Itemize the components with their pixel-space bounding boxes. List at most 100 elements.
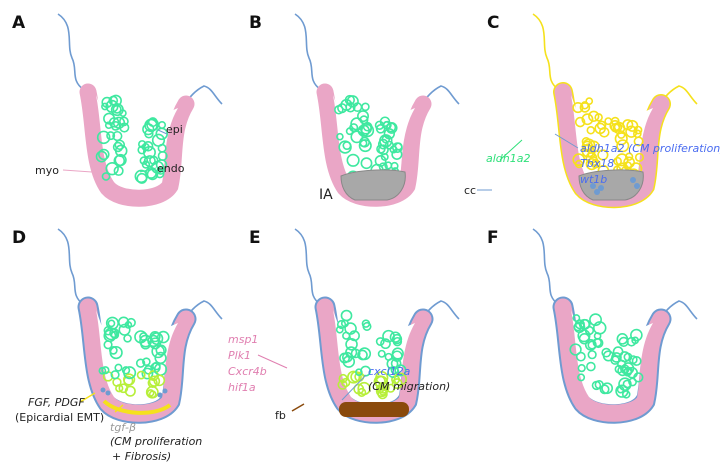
cxcl12a-pointer xyxy=(341,374,367,401)
tgf-layer xyxy=(102,399,172,415)
cardiomyocyte-coil xyxy=(631,355,642,366)
cardiomyocyte-coil xyxy=(151,133,166,147)
cardiomyocyte-coil xyxy=(569,343,582,356)
cardiomyocyte-coil xyxy=(344,94,355,106)
heart-panel-b xyxy=(294,13,460,207)
cardiac-cell-dot xyxy=(598,185,604,191)
cardiomyocyte-coil xyxy=(378,144,389,156)
cardiomyocyte-coil xyxy=(617,359,627,369)
cardiomyocyte-coil xyxy=(346,153,360,167)
cardiomyocyte-coil xyxy=(155,344,167,356)
cardiomyocyte-coil xyxy=(123,366,137,380)
cardiomyocyte-coil xyxy=(112,141,124,153)
cardiomyocyte-coil xyxy=(575,351,586,362)
cardiomyocyte-coil xyxy=(109,94,122,107)
cardiomyocyte-coil xyxy=(611,352,622,363)
cardiomyocyte-coil xyxy=(613,122,623,132)
fb-pointer xyxy=(291,403,305,412)
label-epicardial-emt: (Epicardial EMT) xyxy=(15,411,104,424)
cardiomyocyte-coil xyxy=(587,340,597,350)
cardiomyocyte-coil xyxy=(157,150,168,161)
cardiomyocyte-coil xyxy=(357,124,370,137)
cardiomyocyte-coil xyxy=(126,317,136,328)
cardiomyocyte-coil xyxy=(374,375,389,389)
cardiomyocyte-coil xyxy=(340,309,353,322)
cardiomyocyte-coil xyxy=(623,156,635,169)
cardiomyocyte-coil xyxy=(103,112,116,125)
cardiomyocyte-coil xyxy=(345,102,356,113)
cardiomyocyte-coil xyxy=(354,371,365,382)
cardiomyocyte-coil xyxy=(586,126,596,135)
cardiomyocyte-coil xyxy=(384,140,394,150)
cardiomyocyte-coil xyxy=(588,156,599,166)
cardiomyocyte-coil xyxy=(112,130,123,142)
cardiomyocyte-coil xyxy=(391,378,403,390)
aldh1a2-pointer xyxy=(499,139,523,161)
cardiac-cell-dot xyxy=(590,183,596,189)
cardiomyocyte-coil xyxy=(391,148,403,160)
cardiomyocyte-coil xyxy=(599,384,610,395)
cardiomyocyte-coil xyxy=(345,346,358,359)
cardiomyocyte-coil xyxy=(142,357,151,367)
label-ia: IA xyxy=(319,187,333,203)
cardiomyocyte-coil xyxy=(134,330,148,344)
cardiomyocyte-coil xyxy=(602,350,614,362)
cardiomyocyte-coil xyxy=(113,165,124,176)
cardiomyocyte-coil xyxy=(153,374,166,387)
cardiomyocyte-coil xyxy=(118,323,131,336)
cardiomyocyte-coil xyxy=(336,319,347,330)
label-tgf-beta: tgf-β xyxy=(110,421,136,434)
cardiomyocyte-coil xyxy=(101,96,113,108)
label-cxcl12a: cxcl12a xyxy=(368,365,411,378)
cardiomyocyte-coil xyxy=(148,375,161,387)
cardiomyocyte-coil xyxy=(123,334,132,343)
cardiomyocyte-coil xyxy=(101,172,111,181)
myo-pointer xyxy=(62,169,93,173)
cardiomyocyte-coil xyxy=(355,368,363,377)
cardiomyocyte-coil xyxy=(585,158,598,171)
cardiomyocyte-coil xyxy=(379,116,391,128)
cardiomyocyte-coil xyxy=(621,390,631,399)
cardiomyocyte-coil xyxy=(118,383,129,394)
cardiac-cell-dot xyxy=(634,183,640,189)
cardiomyocyte-coil xyxy=(346,95,359,108)
cardiomyocyte-coil xyxy=(382,329,395,343)
cardiomyocyte-coil xyxy=(597,149,609,161)
cardiomyocyte-coil xyxy=(139,156,149,165)
cardiac-cell-dot xyxy=(594,189,600,195)
cardiomyocyte-coil xyxy=(634,152,645,162)
cardiomyocyte-coil xyxy=(156,330,170,344)
cardiomyocyte-coil xyxy=(114,144,128,158)
cardiomyocyte-coil xyxy=(393,372,408,386)
epicardium-strand xyxy=(532,228,560,306)
cardiomyocyte-coil xyxy=(375,124,386,134)
cardiomyocyte-coil xyxy=(626,119,639,132)
cardiomyocyte-coil xyxy=(103,329,117,343)
cardiomyocyte-coil xyxy=(110,370,120,380)
cardiomyocyte-coil xyxy=(152,361,161,371)
cardiomyocyte-coil xyxy=(375,384,385,394)
cardiomyocyte-coil xyxy=(98,148,110,161)
cardiomyocyte-coil xyxy=(631,336,640,345)
cardiomyocyte-coil xyxy=(585,97,594,106)
cardiomyocyte-coil xyxy=(624,152,634,161)
cardiomyocyte-coil xyxy=(149,331,161,343)
cardiomyocyte-coil xyxy=(101,366,110,375)
cardiomyocyte-coil xyxy=(615,153,629,167)
cardiomyocyte-coil xyxy=(114,363,123,372)
cardiomyocyte-coil xyxy=(612,346,624,357)
cardiomyocyte-coil xyxy=(577,364,586,373)
label-myo: myo xyxy=(35,164,59,177)
cardiomyocyte-coil xyxy=(375,371,389,385)
cardiomyocyte-coil xyxy=(96,130,111,145)
endo-pointer xyxy=(139,167,157,173)
cardiomyocyte-coil xyxy=(341,377,351,388)
cardiomyocyte-coil xyxy=(143,155,156,168)
cardiomyocyte-coil xyxy=(574,159,584,169)
cardiomyocyte-coil xyxy=(114,153,127,167)
cardiomyocyte-coil xyxy=(144,129,154,139)
cardiomyocyte-coil xyxy=(577,373,586,382)
cardiomyocyte-coil xyxy=(361,102,370,112)
panel-letter-d: D xyxy=(12,228,26,248)
